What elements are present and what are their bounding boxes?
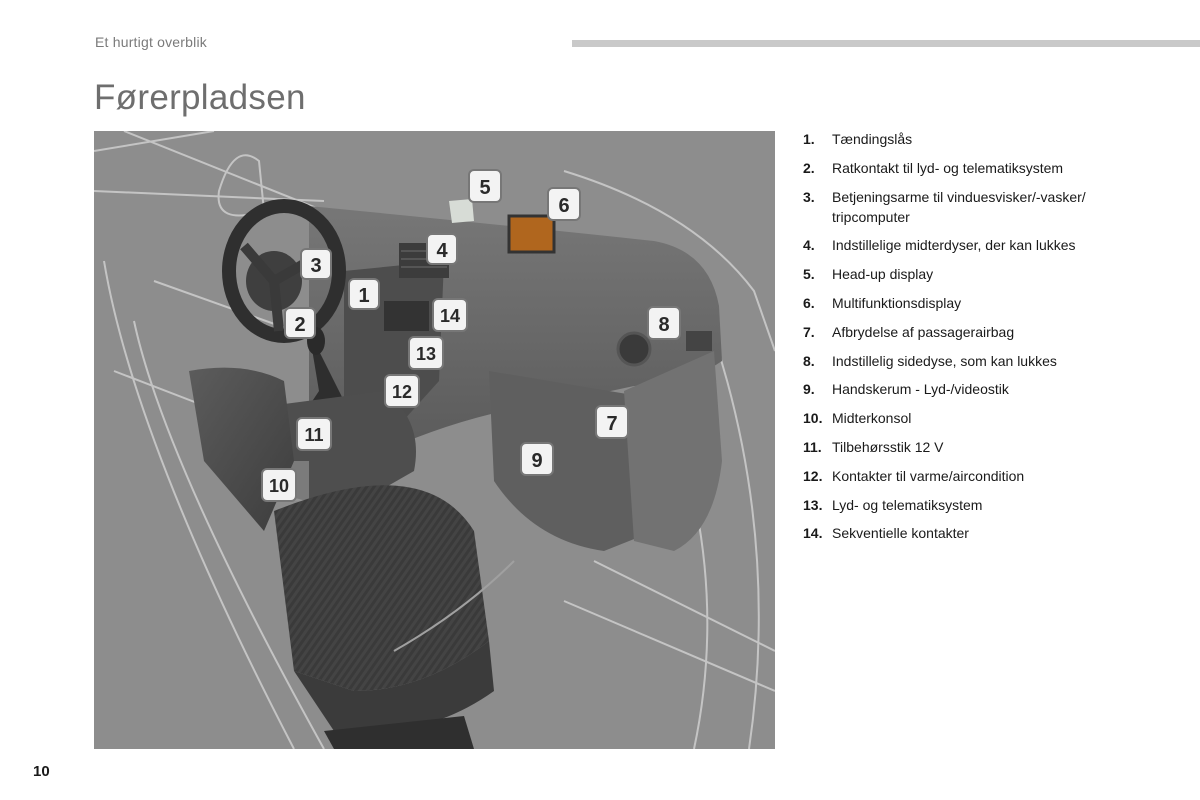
legend-text: Sekventielle kontakter (832, 525, 969, 542)
legend-text: Tilbehørsstik 12 V (832, 438, 944, 455)
legend-list: 1. Tændingslås 2. Ratkontakt til lyd- og t… (803, 129, 1133, 552)
callout-12-label: 12 (392, 382, 412, 402)
legend-number: 4. (803, 237, 815, 254)
page-title: Førerpladsen (94, 78, 306, 117)
legend-number: 12. (803, 467, 823, 484)
door-panel (624, 351, 722, 551)
legend-text: Handskerum - Lyd-/videostik (832, 381, 1009, 398)
callout-10: 10 (261, 468, 297, 502)
legend-item: 9. Handskerum - Lyd-/videostik (803, 379, 1133, 399)
legend-number: 3. (803, 188, 815, 205)
legend-item: 8. Indstillelig sidedyse, som kan lukkes (803, 351, 1133, 371)
legend-number: 6. (803, 294, 815, 311)
legend-text: Betjeningsarme til vinduesvisker/-vasker… (832, 188, 1086, 225)
callout-3: 3 (300, 248, 332, 280)
legend-number: 11. (803, 438, 822, 455)
callout-8-label: 8 (658, 314, 669, 336)
legend-text: Afbrydelse af passagerairbag (832, 323, 1015, 340)
legend-text: Lyd- og telematiksystem (832, 496, 983, 513)
legend-item: 6. Multifunktionsdisplay (803, 293, 1133, 313)
legend-number: 2. (803, 159, 815, 176)
callout-6-label: 6 (558, 195, 569, 217)
legend-item: 14. Sekventielle kontakter (803, 523, 1133, 543)
side-vent (616, 331, 652, 367)
cockpit-illustration: 1 2 3 4 5 6 7 8 (94, 131, 775, 749)
callout-2-label: 2 (294, 314, 305, 336)
callout-9-label: 9 (531, 450, 542, 472)
legend-item: 5. Head-up display (803, 264, 1133, 284)
legend-item: 7. Afbrydelse af passagerairbag (803, 322, 1133, 342)
legend-item: 4. Indstillelige midterdyser, der kan luk… (803, 235, 1133, 255)
legend-item: 1. Tændingslås (803, 129, 1133, 149)
callout-1-label: 1 (358, 285, 369, 307)
callout-11-label: 11 (304, 425, 323, 445)
legend-item: 11. Tilbehørsstik 12 V (803, 437, 1133, 457)
callout-14: 14 (432, 298, 468, 332)
section-label: Et hurtigt overblik (95, 34, 207, 50)
callout-13: 13 (408, 336, 444, 370)
callout-5-label: 5 (479, 177, 490, 199)
legend-item: 12. Kontakter til varme/aircondition (803, 466, 1133, 486)
legend-text: Midterkonsol (832, 410, 912, 427)
legend-text: Indstillelig sidedyse, som kan lukkes (832, 352, 1057, 369)
legend-number: 10. (803, 410, 823, 427)
legend-text: Multifunktionsdisplay (832, 294, 962, 311)
callout-6: 6 (547, 187, 581, 221)
radio-unit (384, 301, 429, 331)
callout-8: 8 (647, 306, 681, 340)
callout-7: 7 (595, 405, 629, 439)
multifunction-display (507, 214, 556, 254)
callout-4: 4 (426, 233, 458, 265)
legend-item: 13. Lyd- og telematiksystem (803, 495, 1133, 515)
head-up-display (449, 199, 474, 223)
callout-5: 5 (468, 169, 502, 203)
legend-text: Head-up display (832, 266, 934, 283)
legend-number: 7. (803, 323, 815, 340)
legend-text: Indstillelige midterdyser, der kan lukke… (832, 237, 1076, 254)
legend-number: 8. (803, 352, 815, 369)
callout-9: 9 (520, 442, 554, 476)
callout-4-label: 4 (436, 240, 448, 262)
header-rule (572, 40, 1200, 47)
legend-number: 9. (803, 381, 815, 398)
page-number: 10 (33, 763, 50, 780)
legend-number: 5. (803, 266, 815, 283)
legend-text: Kontakter til varme/aircondition (832, 467, 1025, 484)
legend-number: 1. (803, 131, 815, 147)
callout-11: 11 (296, 417, 332, 451)
callout-10-label: 10 (269, 476, 289, 496)
cockpit-drawing: 1 2 3 4 5 6 7 8 (94, 131, 775, 749)
callout-13-label: 13 (416, 344, 436, 364)
callout-7-label: 7 (606, 413, 617, 435)
legend-number: 14. (803, 525, 823, 542)
legend-text: Ratkontakt til lyd- og telematiksystem (832, 159, 1064, 176)
legend-number: 13. (803, 496, 823, 513)
callout-12: 12 (384, 374, 420, 408)
legend-item: 10. Midterkonsol (803, 408, 1133, 428)
callout-2: 2 (284, 307, 316, 339)
callout-14-label: 14 (440, 306, 460, 326)
callout-1: 1 (348, 278, 380, 310)
legend-item: 3. Betjeningsarme til vinduesvisker/-vask… (803, 187, 1133, 227)
callout-3-label: 3 (310, 255, 321, 277)
legend-text: Tændingslås (832, 131, 913, 147)
legend-item: 2. Ratkontakt til lyd- og telematiksystem (803, 158, 1133, 178)
